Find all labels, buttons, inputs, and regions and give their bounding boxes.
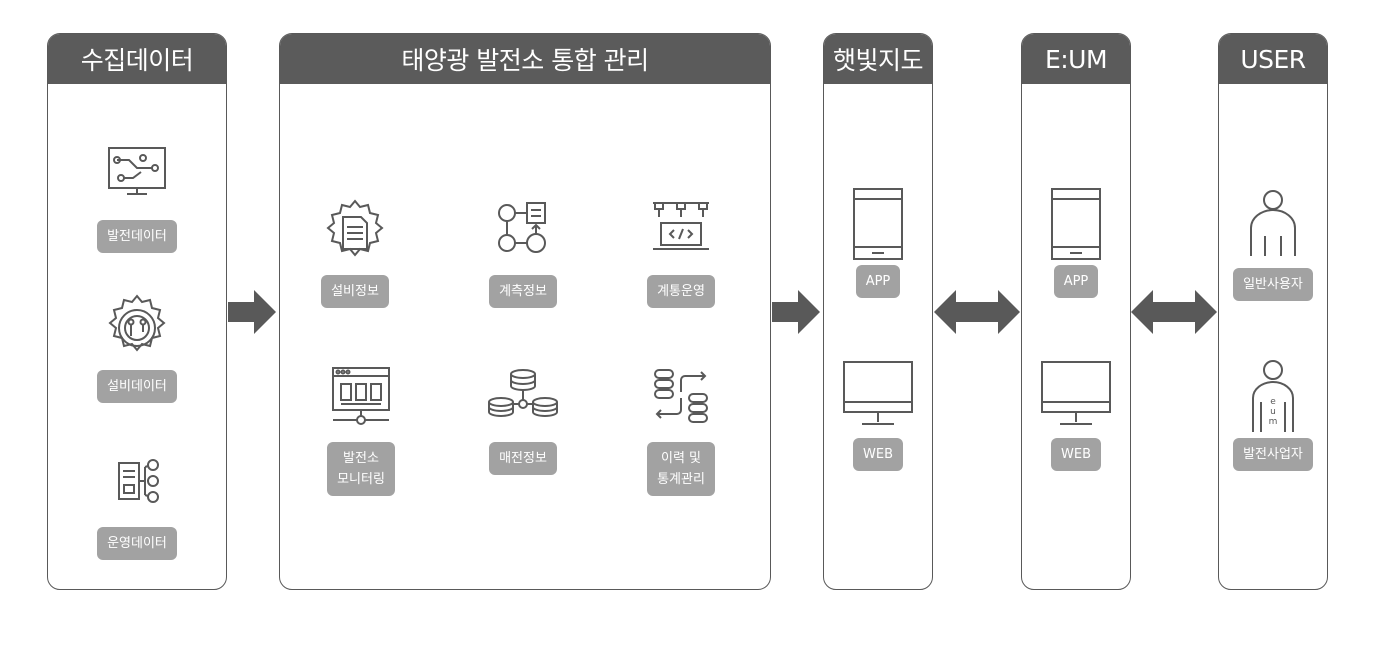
desktop-monitor-icon <box>838 358 918 438</box>
badge-sunmap-app: APP <box>855 265 901 298</box>
badge-generation-data: 발전데이터 <box>97 220 177 253</box>
item-generation-data: 발전데이터 <box>87 140 187 253</box>
badge-line-statistics: 통계관리 <box>657 472 705 487</box>
gear-chip-icon <box>97 290 177 370</box>
item-equipment-info: 설비정보 <box>305 195 405 308</box>
item-grid-operation: 계통운영 <box>631 195 731 308</box>
item-sales-info: 매전정보 <box>473 362 573 475</box>
tablet-icon <box>838 185 918 265</box>
panel-user-title: USER <box>1219 34 1327 84</box>
badge-line-history: 이력 및 <box>660 451 701 466</box>
panel-user: USER <box>1218 33 1328 590</box>
database-transfer-icon <box>641 362 721 442</box>
badge-equipment-data: 설비데이터 <box>97 370 177 403</box>
item-power-producer: e u m 발전사업자 <box>1223 358 1323 471</box>
item-sunmap-app: APP <box>828 185 928 298</box>
web-dashboard-icon <box>321 362 401 442</box>
item-sunmap-web: WEB <box>828 358 928 471</box>
svg-text:u: u <box>1270 407 1276 417</box>
panel-integrated-management: 태양광 발전소 통합 관리 <box>279 33 771 590</box>
badge-operation-data: 운영데이터 <box>97 527 177 560</box>
badge-eum-web: WEB <box>1051 438 1101 471</box>
badge-measurement-info: 계측정보 <box>489 275 557 308</box>
badge-sunmap-web: WEB <box>853 438 903 471</box>
badge-sales-info: 매전정보 <box>489 442 557 475</box>
person-icon <box>1233 188 1313 268</box>
item-history-statistics: 이력 및 통계관리 <box>631 362 731 496</box>
panel-sunlight-map: 햇빛지도 <box>823 33 933 590</box>
badge-line-plant: 발전소 <box>343 451 379 466</box>
svg-text:e: e <box>1270 397 1276 407</box>
double-arrow-icon <box>1131 290 1217 334</box>
panel-eum: E:UM <box>1021 33 1131 590</box>
badge-grid-operation: 계통운영 <box>647 275 715 308</box>
svg-text:m: m <box>1269 417 1278 427</box>
badge-line-monitoring: 모니터링 <box>337 472 385 487</box>
item-measurement-info: 계측정보 <box>473 195 573 308</box>
panel-collect-title: 수집데이터 <box>48 34 226 84</box>
item-equipment-data: 설비데이터 <box>87 290 187 403</box>
panel-management-title: 태양광 발전소 통합 관리 <box>280 34 770 84</box>
badge-history-statistics: 이력 및 통계관리 <box>647 442 715 496</box>
panel-eum-title: E:UM <box>1022 34 1130 84</box>
arrow-right-icon <box>228 290 276 334</box>
double-arrow-icon <box>934 290 1020 334</box>
monitor-circuit-icon <box>97 140 177 220</box>
server-network-icon <box>97 447 177 527</box>
database-network-icon <box>483 362 563 442</box>
tablet-icon <box>1036 185 1116 265</box>
network-code-icon <box>641 195 721 275</box>
flow-measure-icon <box>483 195 563 275</box>
item-plant-monitoring: 발전소 모니터링 <box>311 362 411 496</box>
item-operation-data: 운영데이터 <box>87 447 187 560</box>
item-eum-app: APP <box>1026 185 1126 298</box>
badge-general-user: 일반사용자 <box>1233 268 1313 301</box>
badge-plant-monitoring: 발전소 모니터링 <box>327 442 395 496</box>
badge-power-producer: 발전사업자 <box>1233 438 1313 471</box>
badge-equipment-info: 설비정보 <box>321 275 389 308</box>
person-badge-icon: e u m <box>1233 358 1313 438</box>
item-general-user: 일반사용자 <box>1223 188 1323 301</box>
panel-collect-data: 수집데이터 <box>47 33 227 590</box>
badge-eum-app: APP <box>1053 265 1099 298</box>
item-eum-web: WEB <box>1026 358 1126 471</box>
gear-document-icon <box>315 195 395 275</box>
arrow-right-icon <box>772 290 820 334</box>
desktop-monitor-icon <box>1036 358 1116 438</box>
panel-sunmap-title: 햇빛지도 <box>824 34 932 84</box>
